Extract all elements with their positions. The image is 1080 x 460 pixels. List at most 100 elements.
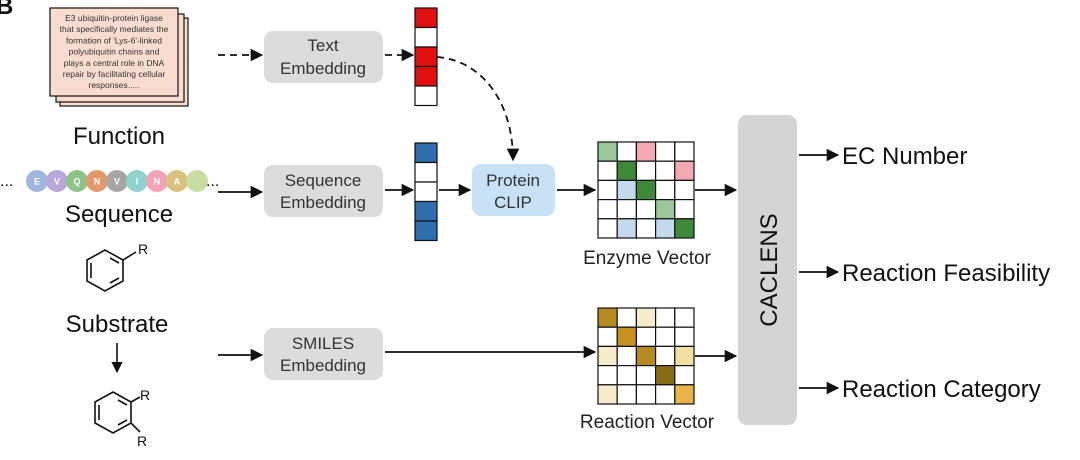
svg-text:Protein: Protein — [486, 171, 540, 190]
grid-cell — [597, 365, 618, 386]
vector-cell — [414, 65, 438, 87]
substrate-label: Substrate — [66, 311, 169, 338]
grid-cell — [674, 199, 695, 220]
grid-cell — [616, 218, 638, 239]
note-line: formation of 'Lys-6'-linked — [66, 35, 162, 45]
grid-cell — [654, 345, 676, 367]
svg-text:Embedding: Embedding — [280, 59, 366, 78]
sequence-trailing-ellipsis: ... — [206, 173, 219, 190]
product-r-label-top: R — [140, 387, 150, 403]
sequence-bead — [86, 170, 108, 192]
svg-text:SMILES: SMILES — [292, 334, 354, 353]
text-embedding-vector — [414, 7, 438, 107]
product-r-label-bottom: R — [137, 433, 147, 449]
grid-cell — [597, 160, 618, 181]
grid-cell — [616, 141, 638, 162]
vector-cell — [414, 7, 438, 29]
vector-cell — [414, 26, 438, 48]
grid-cell — [654, 218, 676, 239]
grid-cell — [654, 384, 676, 405]
text-vector-to-clip-arrow — [436, 56, 520, 162]
sequence-bead-letter: V — [54, 177, 60, 187]
sequence-bead-letter: A — [174, 177, 181, 187]
grid-cell — [635, 160, 657, 181]
caclens-label: CACLENS — [756, 213, 783, 326]
grid-cell — [674, 218, 695, 239]
grid-cell — [635, 141, 657, 162]
sequence-bead-letter: N — [154, 177, 161, 187]
grid-cell — [616, 345, 638, 367]
note-line: E3 ubiquitin-protein ligase — [65, 13, 163, 23]
grid-cell — [635, 365, 657, 386]
sequence-embedding-box: Sequence Embedding — [264, 165, 383, 217]
protein-clip-box: Protein CLIP — [472, 164, 555, 216]
sequence-bead — [106, 170, 128, 192]
output-reaction-feasibility: Reaction Feasibility — [842, 260, 1050, 287]
grid-cell — [616, 160, 638, 181]
sequence-bead — [186, 170, 208, 192]
grid-cell — [597, 384, 618, 405]
grid-cell — [635, 384, 657, 405]
panel-letter: B — [0, 0, 13, 20]
svg-text:Embedding: Embedding — [280, 193, 366, 212]
sequence-bead-letter: N — [94, 177, 101, 187]
substrate-molecule-icon — [86, 249, 137, 292]
vector-cell — [414, 142, 438, 164]
vector-cell — [414, 161, 438, 183]
smiles-embedding-box: SMILES Embedding — [264, 328, 383, 380]
grid-cell — [597, 218, 618, 239]
output-ec-number: EC Number — [842, 143, 967, 170]
grid-cell — [597, 307, 618, 328]
sequence-bead-letter: E — [34, 177, 40, 187]
note-sheet-front — [49, 7, 179, 97]
svg-text:Embedding: Embedding — [280, 356, 366, 375]
grid-cell — [654, 365, 676, 386]
grid-cell — [597, 179, 618, 201]
grid-cell — [674, 141, 695, 162]
grid-cell — [654, 307, 676, 328]
note-line: responses..... — [88, 80, 139, 90]
grid-cell — [616, 307, 638, 328]
product-molecule-icon — [94, 391, 141, 434]
sequence-bead — [146, 170, 168, 192]
sequence-label: Sequence — [65, 201, 173, 228]
sequence-bead — [126, 170, 148, 192]
grid-cell — [674, 307, 695, 328]
note-line: that specifically mediates the — [60, 24, 169, 34]
grid-cell — [674, 326, 695, 348]
grid-cell — [635, 326, 657, 348]
reaction-vector-grid — [597, 307, 695, 405]
sequence-bead-letter: V — [114, 177, 120, 187]
grid-cell — [674, 160, 695, 181]
sequence-bead — [166, 170, 188, 192]
grid-cell — [597, 345, 618, 367]
grid-cell — [597, 326, 618, 348]
svg-text:CLIP: CLIP — [494, 193, 532, 212]
note-line: polyubiquitin chains and — [69, 47, 160, 57]
enzyme-vector-label: Enzyme Vector — [583, 248, 711, 269]
grid-cell — [654, 141, 676, 162]
grid-cell — [616, 365, 638, 386]
grid-cell — [674, 345, 695, 367]
sequence-bead — [66, 170, 88, 192]
sequence-leading-ellipsis: ... — [0, 173, 13, 190]
caclens-model-block: CACLENS — [738, 115, 797, 425]
vector-cell — [414, 200, 438, 222]
vector-cell — [414, 220, 438, 242]
vector-cell — [414, 85, 438, 107]
output-reaction-category: Reaction Category — [842, 376, 1041, 403]
substrate-r-label: R — [138, 241, 148, 257]
sequence-bead — [46, 170, 68, 192]
grid-cell — [635, 345, 657, 367]
note-line: repair by facilitating cellular — [63, 69, 166, 79]
grid-cell — [635, 199, 657, 220]
sequence-bead-letter: Q — [73, 177, 80, 187]
enzyme-vector-grid — [597, 141, 695, 239]
vector-cell — [414, 46, 438, 68]
grid-cell — [616, 384, 638, 405]
grid-cell — [635, 307, 657, 328]
